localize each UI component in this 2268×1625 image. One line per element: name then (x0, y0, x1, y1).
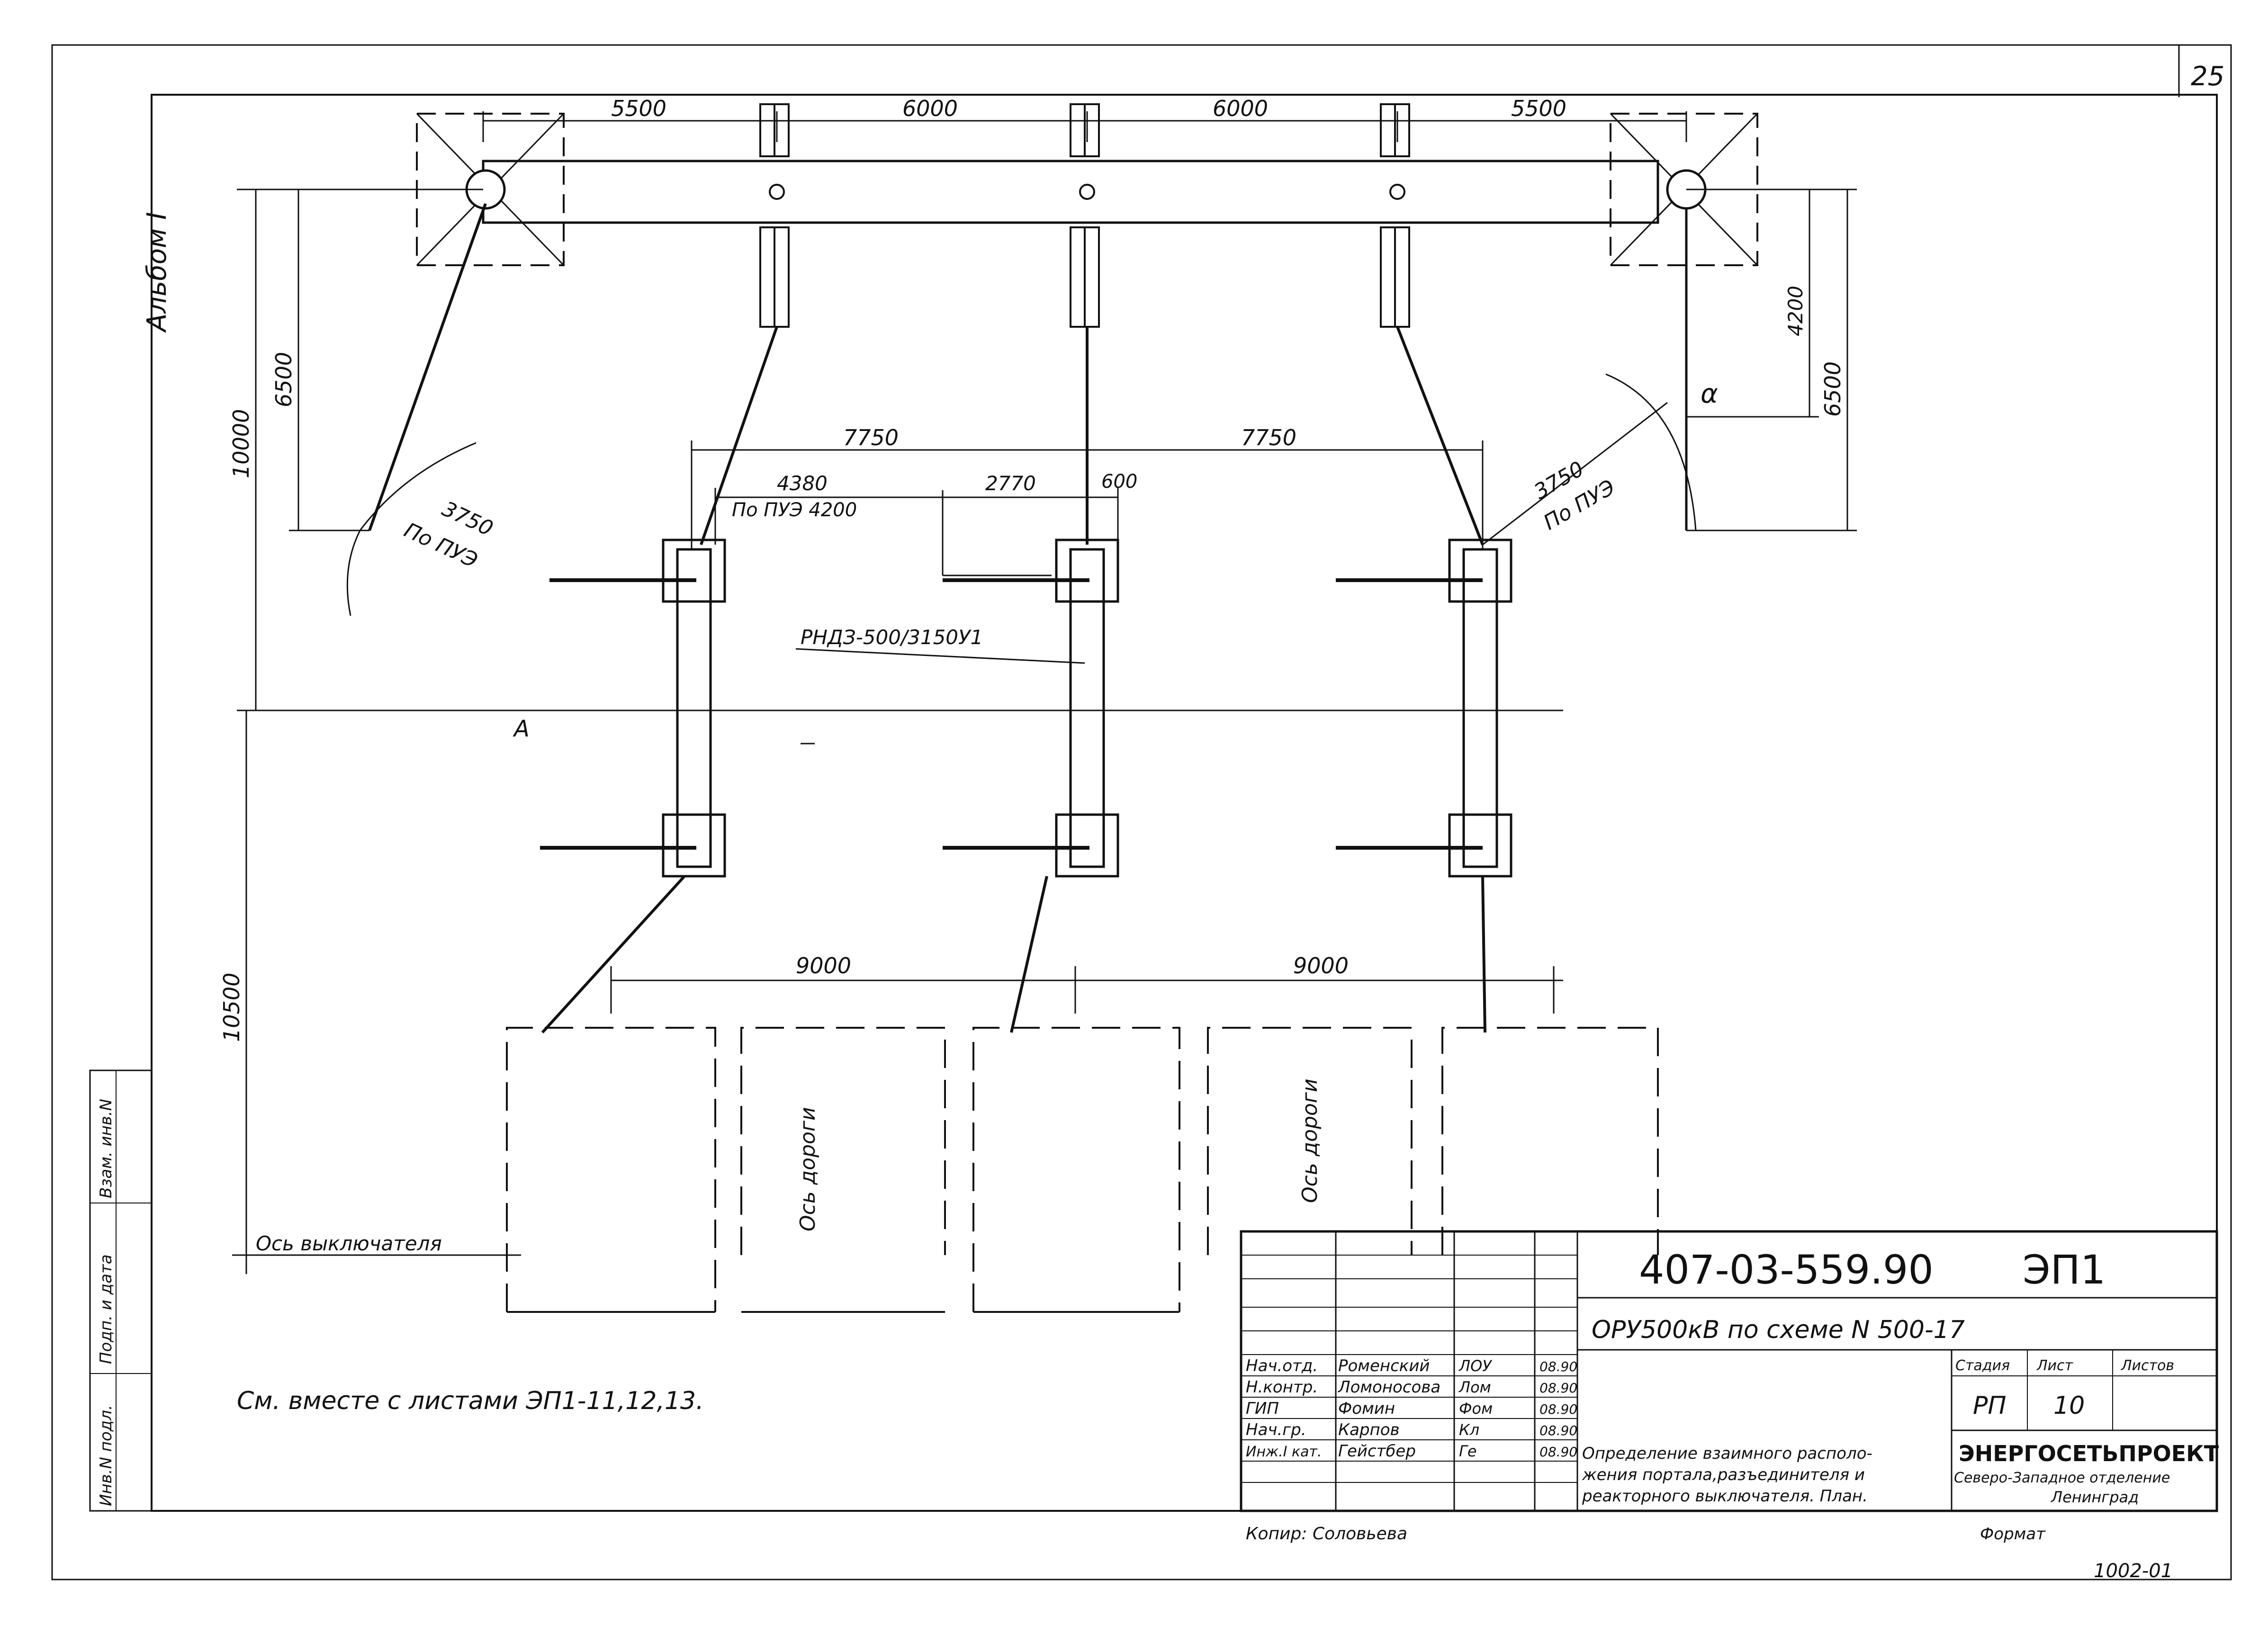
description-line-3: реакторного выключателя. План. (1582, 1487, 1868, 1506)
staff-signature: Лом (1458, 1378, 1491, 1396)
dim-top-span-2: 6000 (902, 96, 958, 121)
description-line-2: жения портала,разъединителя и (1582, 1465, 1865, 1484)
dim-7750-right: 7750 (1241, 425, 1296, 450)
middle-dimensions (691, 402, 1668, 576)
disconnector-right (1336, 539, 1512, 878)
staff-signature: Кл (1459, 1421, 1479, 1439)
road-block-1 (740, 1027, 946, 1255)
dim-top-span-1: 5500 (611, 96, 666, 121)
dim-left-10000: 10000 (228, 409, 254, 478)
right-dimensions (1605, 189, 1857, 531)
label-breaker-axis: Ось выключателя (256, 1232, 442, 1255)
portal-beam (416, 113, 1758, 266)
side-stamp-inv-no: Инв.N подл. (97, 1405, 116, 1506)
left-dimensions (232, 189, 1563, 1274)
label-road-axis-2: Ось дороги (1298, 1078, 1322, 1203)
dim-left-6500: 6500 (271, 352, 297, 407)
dim-7750-left: 7750 (843, 425, 899, 450)
stage-value: РП (1973, 1392, 2006, 1420)
stage-header: Стадия (1955, 1357, 2010, 1374)
breaker-2 (972, 1027, 1180, 1312)
archive-number: 1002-01 (2094, 1560, 2173, 1582)
dim-9000-left: 9000 (796, 953, 851, 979)
staff-name: Гейстбер (1338, 1442, 1416, 1461)
description-line-1: Определение взаимного располо- (1582, 1444, 1872, 1463)
staff-date: 08.90 (1539, 1359, 1577, 1374)
staff-row: Инж.I кат. Гейстбер Ге 08.90 (1246, 1442, 1577, 1461)
disconnector-middle (943, 539, 1119, 878)
staff-role: Нач.отд. (1246, 1356, 1318, 1375)
project-title: ОРУ500кВ по схеме N 500-17 (1592, 1316, 1965, 1344)
staff-date: 08.90 (1539, 1380, 1577, 1396)
sheets-header: Листов (2121, 1357, 2174, 1374)
staff-role: Инж.I кат. (1246, 1444, 1322, 1460)
dim-right-4200: 4200 (1784, 286, 1807, 336)
dim-2770: 2770 (985, 472, 1036, 495)
breaker-3 (1441, 1027, 1659, 1255)
copied-by: Копир: Соловьева (1246, 1524, 1407, 1544)
label-section-a: А (513, 716, 530, 742)
staff-signature: Фом (1459, 1400, 1493, 1418)
staff-name: Роменский (1338, 1356, 1430, 1375)
doc-code: 407-03-559.90 (1639, 1247, 1934, 1293)
title-block (1240, 1230, 2218, 1512)
dim-9000-right: 9000 (1293, 953, 1349, 979)
road-block-2 (1207, 1027, 1413, 1255)
format-label: Формат (1980, 1525, 2046, 1544)
sheet-header: Лист (2036, 1357, 2074, 1374)
staff-date: 08.90 (1539, 1401, 1577, 1417)
radius-left-value: 3750 (438, 497, 496, 541)
sheet-value: 10 (2053, 1392, 2085, 1420)
staff-name: Карпов (1338, 1420, 1400, 1439)
sheet-frames (51, 44, 2232, 1580)
disconnectors (540, 539, 1512, 878)
album-label: Альбом I (142, 212, 172, 333)
org-branch: Северо-Западное отделение (1954, 1470, 2170, 1486)
staff-role: ГИП (1246, 1399, 1279, 1418)
label-road-axis-1: Ось дороги (796, 1107, 820, 1231)
staff-signature: ЛОУ (1458, 1357, 1493, 1375)
staff-row: Нач.отд. Роменский ЛОУ 08.90 (1246, 1356, 1577, 1375)
page-number: 25 (2191, 61, 2224, 92)
dim-left-10500: 10500 (219, 973, 244, 1042)
breaker-outlines (506, 1027, 1659, 1313)
label-alpha: α (1701, 378, 1718, 409)
breaker-1 (506, 1027, 716, 1312)
top-dimension-chain (482, 111, 1687, 142)
staff-name: Фомин (1338, 1399, 1395, 1418)
org-city: Ленинград (2051, 1488, 2139, 1506)
dim-top-span-4: 5500 (1511, 96, 1566, 121)
dim-4380: 4380 (777, 472, 828, 495)
staff-signature: Ге (1459, 1442, 1477, 1460)
org-name: ЭНЕРГОСЕТЬПРОЕКТ (1959, 1441, 2219, 1466)
see-also-note: См. вместе с листами ЭП1-11,12,13. (237, 1387, 704, 1415)
staff-row: Н.контр. Ломоносова Лом 08.90 (1246, 1378, 1577, 1397)
staff-row: ГИП Фомин Фом 08.90 (1246, 1399, 1577, 1418)
dim-po-pue-4200: По ПУЭ 4200 (732, 499, 857, 521)
side-stamp-replace-inv: Взам. инв.N (97, 1099, 116, 1198)
disconnector-left (540, 539, 726, 878)
conductors (368, 203, 1486, 1034)
dim-600: 600 (1101, 471, 1137, 493)
staff-date: 08.90 (1539, 1423, 1577, 1438)
low-dimensions (610, 966, 1563, 1014)
staff-role: Н.контр. (1246, 1378, 1318, 1397)
side-stamp: Взам. инв.N Подп. и дата Инв.N подл. (89, 1069, 153, 1512)
staff-row: Нач.гр. Карпов Кл 08.90 (1246, 1420, 1577, 1439)
dim-right-6500: 6500 (1820, 361, 1845, 417)
side-stamp-sign-date: Подп. и дата (97, 1254, 116, 1364)
staff-date: 08.90 (1539, 1444, 1577, 1460)
sheet-code: ЭП1 (2023, 1247, 2106, 1293)
insulator-strings (759, 103, 1410, 328)
title-block-staff: Нач.отд. Роменский ЛОУ 08.90 Н.контр. Ло… (1246, 1356, 1577, 1461)
label-disconnector: РНДЗ-500/3150У1 (801, 626, 983, 649)
dim-top-span-3: 6000 (1213, 96, 1268, 121)
staff-role: Нач.гр. (1246, 1420, 1306, 1439)
staff-name: Ломоносова (1337, 1378, 1440, 1397)
portal-foundation-right (1610, 113, 1758, 266)
